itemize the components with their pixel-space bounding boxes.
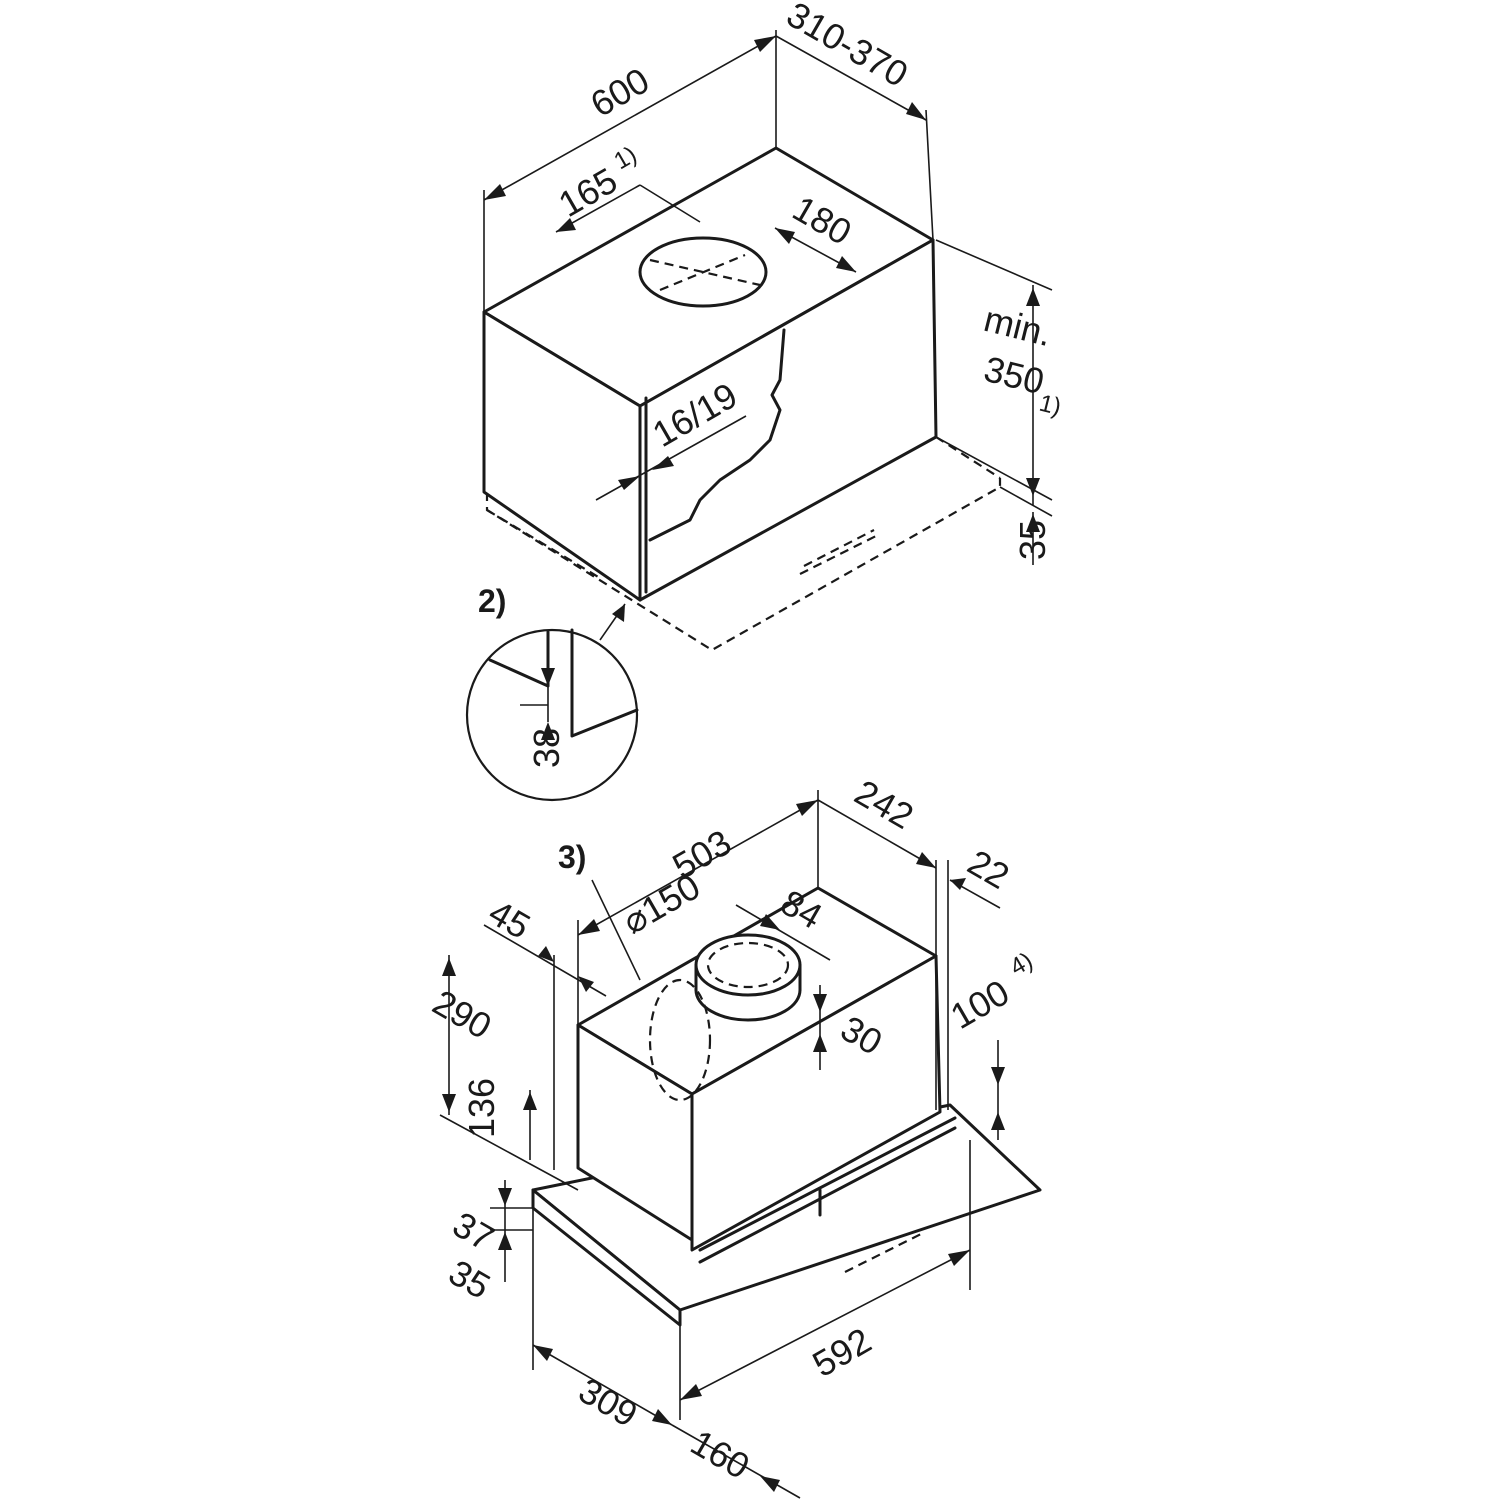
duct-centerline-1: [649, 258, 761, 287]
arrow: [916, 852, 936, 868]
cutaway-edge: [648, 328, 786, 542]
arrow: [578, 919, 600, 935]
arrow: [991, 1067, 1005, 1085]
arrow: [754, 36, 776, 52]
dim-350-note: 1): [1037, 390, 1064, 421]
dim-100-note: 4): [1006, 947, 1038, 981]
duct-inner: [706, 941, 790, 989]
drawer-edge-dashed: [486, 509, 601, 579]
arrow: [618, 476, 640, 490]
detail-edge-2: [570, 628, 639, 738]
dim-165-label: 165: [552, 159, 625, 225]
arrow: [906, 102, 926, 120]
control-strip: [799, 533, 881, 575]
dim-165-note: 1): [610, 141, 642, 175]
front-rail: [698, 1116, 957, 1264]
arrow: [578, 976, 594, 992]
arrow: [442, 1094, 456, 1112]
control-strip-2: [803, 529, 875, 567]
arrow: [498, 1188, 512, 1206]
arrow: [991, 1112, 1005, 1130]
arrow: [484, 184, 506, 200]
arrow: [498, 1232, 512, 1250]
arrow: [1026, 288, 1040, 306]
duct-collar-top: [694, 933, 802, 997]
dim-22-label: 22: [961, 841, 1016, 897]
dim-309-line: [532, 1208, 673, 1426]
figure-3-hood: 503 242 22 3) ⌀150 84 30 45 290 1: [426, 771, 1042, 1499]
dim-350-prefix: min.: [980, 298, 1056, 354]
arrow: [796, 800, 818, 816]
arrow: [680, 1384, 702, 1400]
dim-16-19-line: [595, 415, 747, 501]
dim-160-label: 160: [684, 1421, 757, 1487]
figure-3-label: 3): [558, 839, 586, 875]
arrow: [652, 1409, 672, 1425]
dim-38-line: [520, 686, 549, 722]
dim-35-label: 35: [1012, 520, 1053, 560]
dim-309-label: 309: [572, 1369, 645, 1435]
arrow: [760, 1476, 780, 1492]
dim-350-label: 350: [980, 348, 1048, 402]
detail-circle: [465, 628, 639, 802]
arrow: [950, 878, 966, 890]
dim-depth-line: [775, 35, 934, 241]
arrow: [442, 958, 456, 976]
dim-45-label: 45: [482, 891, 537, 947]
arrow: [813, 994, 827, 1012]
arrow: [948, 1250, 970, 1266]
arrow: [836, 256, 856, 272]
dim-136-label: 136: [461, 1078, 502, 1138]
dim-160-line: [671, 1424, 801, 1499]
dim-290-label: 290: [426, 981, 499, 1047]
dim-38-label: 38: [526, 728, 567, 768]
arrow: [612, 604, 625, 622]
arrow: [813, 1034, 827, 1052]
dim-242-line: [817, 799, 937, 869]
dim-depth-label: 310-370: [780, 0, 915, 95]
arrow: [1026, 514, 1040, 532]
arrow: [538, 946, 554, 962]
fan-dashed: [648, 978, 712, 1102]
dim-592-line: [679, 1140, 971, 1420]
arrow: [541, 668, 555, 686]
detail-label: 2): [478, 583, 506, 619]
dim-600-line: [483, 30, 777, 312]
body-front: [690, 954, 942, 1252]
dim-84-line: [735, 904, 831, 961]
dim-503-line: [577, 790, 819, 1025]
arrow: [541, 722, 555, 740]
duct-centerline-2: [659, 253, 746, 292]
arrow: [775, 228, 795, 244]
arrow: [760, 914, 780, 930]
arrow: [652, 456, 674, 470]
dim-37-label: 37: [446, 1203, 501, 1259]
figure-3-leader: [591, 879, 641, 981]
dim-600-label: 600: [584, 59, 657, 125]
drawer-outline-dashed: [485, 478, 1002, 652]
drawer-right-dashed: [935, 436, 1001, 479]
dim-100-label: 100: [944, 971, 1017, 1037]
dim-35-label: 35: [442, 1251, 497, 1307]
arrow: [533, 1345, 553, 1361]
figure-1-cabinet: 600 310-370 165 1) 180 min. 350 1) 35 16…: [482, 0, 1064, 652]
dim-242-label: 242: [848, 771, 921, 837]
arrow: [523, 1092, 537, 1110]
arrow: [556, 218, 576, 232]
arrow: [1026, 478, 1040, 496]
figure-2-detail: 2) 38: [465, 583, 639, 802]
